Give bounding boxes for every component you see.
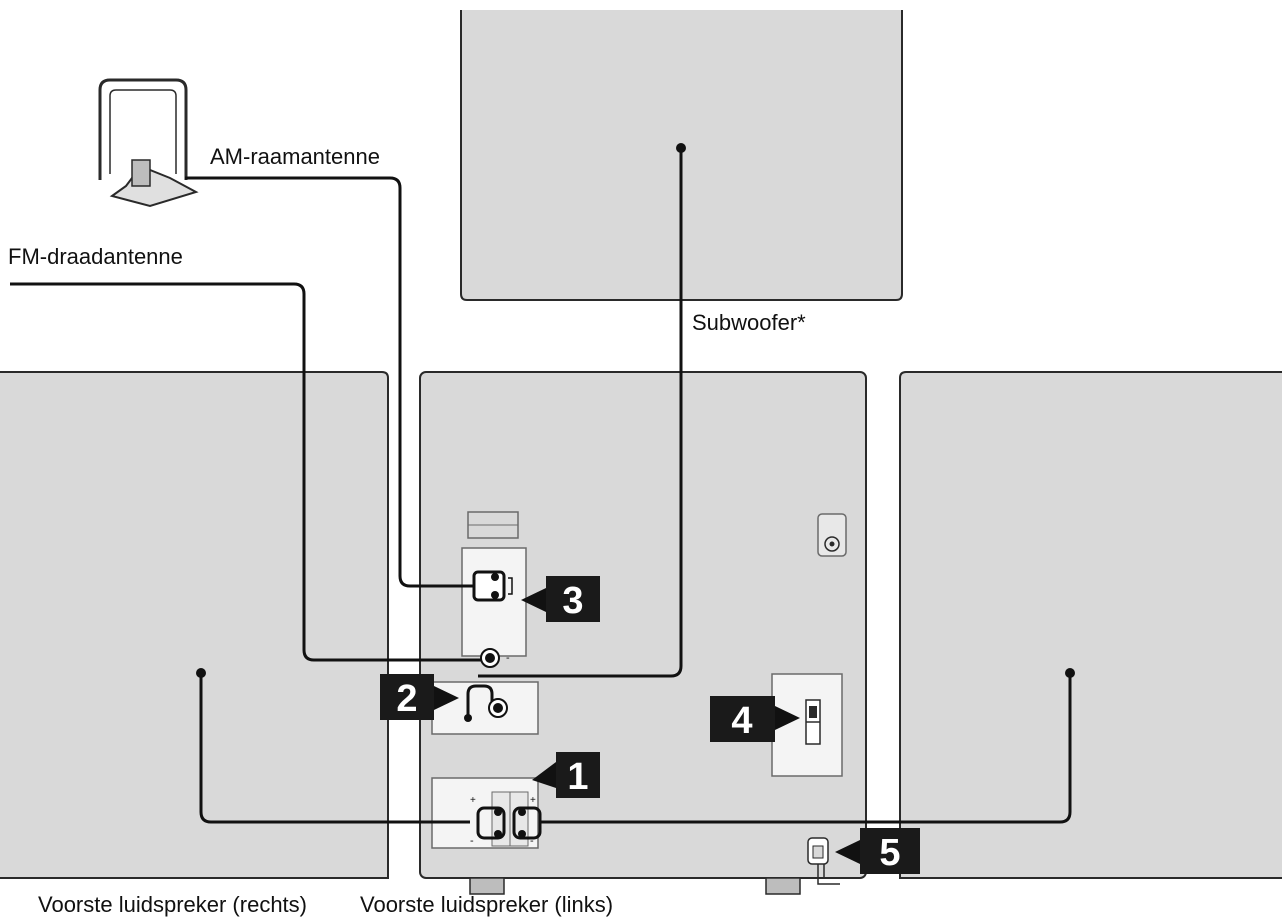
- subwoofer-connector-dot: [464, 714, 472, 722]
- main-unit-foot-left: [469, 877, 505, 895]
- callout-4-box: [710, 696, 775, 742]
- speaker-terminal-plus-right: +: [530, 795, 536, 806]
- callout-2-arrow: [434, 686, 459, 710]
- front-speaker-left-panel: [899, 371, 1282, 879]
- antenna-terminal-plate: [461, 547, 527, 657]
- front-left-speaker-cable: [540, 673, 1072, 824]
- callout-1-box: [556, 752, 600, 798]
- main-unit-panel: [419, 371, 867, 879]
- callout-4-arrow: [775, 706, 800, 730]
- callout-3-arrow: [521, 588, 546, 612]
- subwoofer-jack-center: [493, 703, 503, 713]
- am-antenna-label: AM-raamantenne: [210, 144, 380, 169]
- callout-2-box: [380, 674, 434, 720]
- speaker-terminal-plus-left: +: [470, 795, 476, 806]
- headphone-jack-center: [829, 541, 835, 547]
- subwoofer-terminal-plate: [431, 681, 539, 735]
- fm-terminal-jack-center: [485, 653, 495, 663]
- speaker-terminal-minus-left: -: [470, 835, 474, 847]
- speaker-terminal-dot-1: [494, 808, 502, 816]
- front-speaker-right-panel: [0, 371, 389, 879]
- speaker-terminal-dot-4: [518, 830, 526, 838]
- front-right-cable-dot: [196, 668, 206, 678]
- callout-4-label: 4: [731, 700, 752, 742]
- fm-antenna-label: FM-draadantenne: [8, 244, 183, 269]
- callout-3-box: [546, 576, 600, 622]
- callout-1-arrow: [532, 762, 556, 788]
- front-left-cable-dot: [1065, 668, 1075, 678]
- front-right-speaker-label: Voorste luidspreker (rechts): [38, 892, 307, 917]
- callout-5-box: [860, 828, 920, 874]
- am-antenna-cable: [185, 176, 476, 588]
- front-left-speaker-label: Voorste luidspreker (links): [360, 892, 613, 917]
- am-terminal-screw-bottom: [491, 591, 499, 599]
- speaker-terminal-dot-2: [494, 830, 502, 838]
- am-terminal-bracket: [508, 577, 513, 595]
- fm-terminal-mark: -: [506, 652, 510, 664]
- callout-5-label: 5: [879, 832, 900, 874]
- speaker-terminal-minus-right: -: [530, 835, 534, 847]
- headphone-jack-icon: [824, 536, 840, 552]
- subwoofer-connector-loop: [466, 684, 494, 718]
- voltage-selector-knob: [809, 706, 817, 718]
- am-terminal-connector: [472, 570, 506, 602]
- subwoofer-cable-dot: [676, 143, 686, 153]
- power-plug-icon: [807, 837, 840, 885]
- headphone-jack-plate: [817, 513, 847, 557]
- fm-antenna-cable: [10, 282, 488, 662]
- am-terminal-screw-top: [491, 573, 499, 581]
- speaker-right-connector: [476, 806, 506, 840]
- subwoofer-cable: [478, 148, 683, 678]
- speaker-terminal-dot-3: [518, 808, 526, 816]
- am-loop-antenna-icon: [98, 78, 199, 208]
- speaker-left-connector: [512, 806, 542, 840]
- front-right-speaker-cable: [199, 673, 470, 824]
- callout-1-label: 1: [567, 756, 588, 798]
- callout-5-arrow: [835, 840, 860, 864]
- main-unit-foot-right: [765, 877, 801, 895]
- callout-3-label: 3: [562, 580, 583, 622]
- subwoofer-label: Subwoofer*: [692, 310, 806, 335]
- callout-2-label: 2: [396, 678, 417, 720]
